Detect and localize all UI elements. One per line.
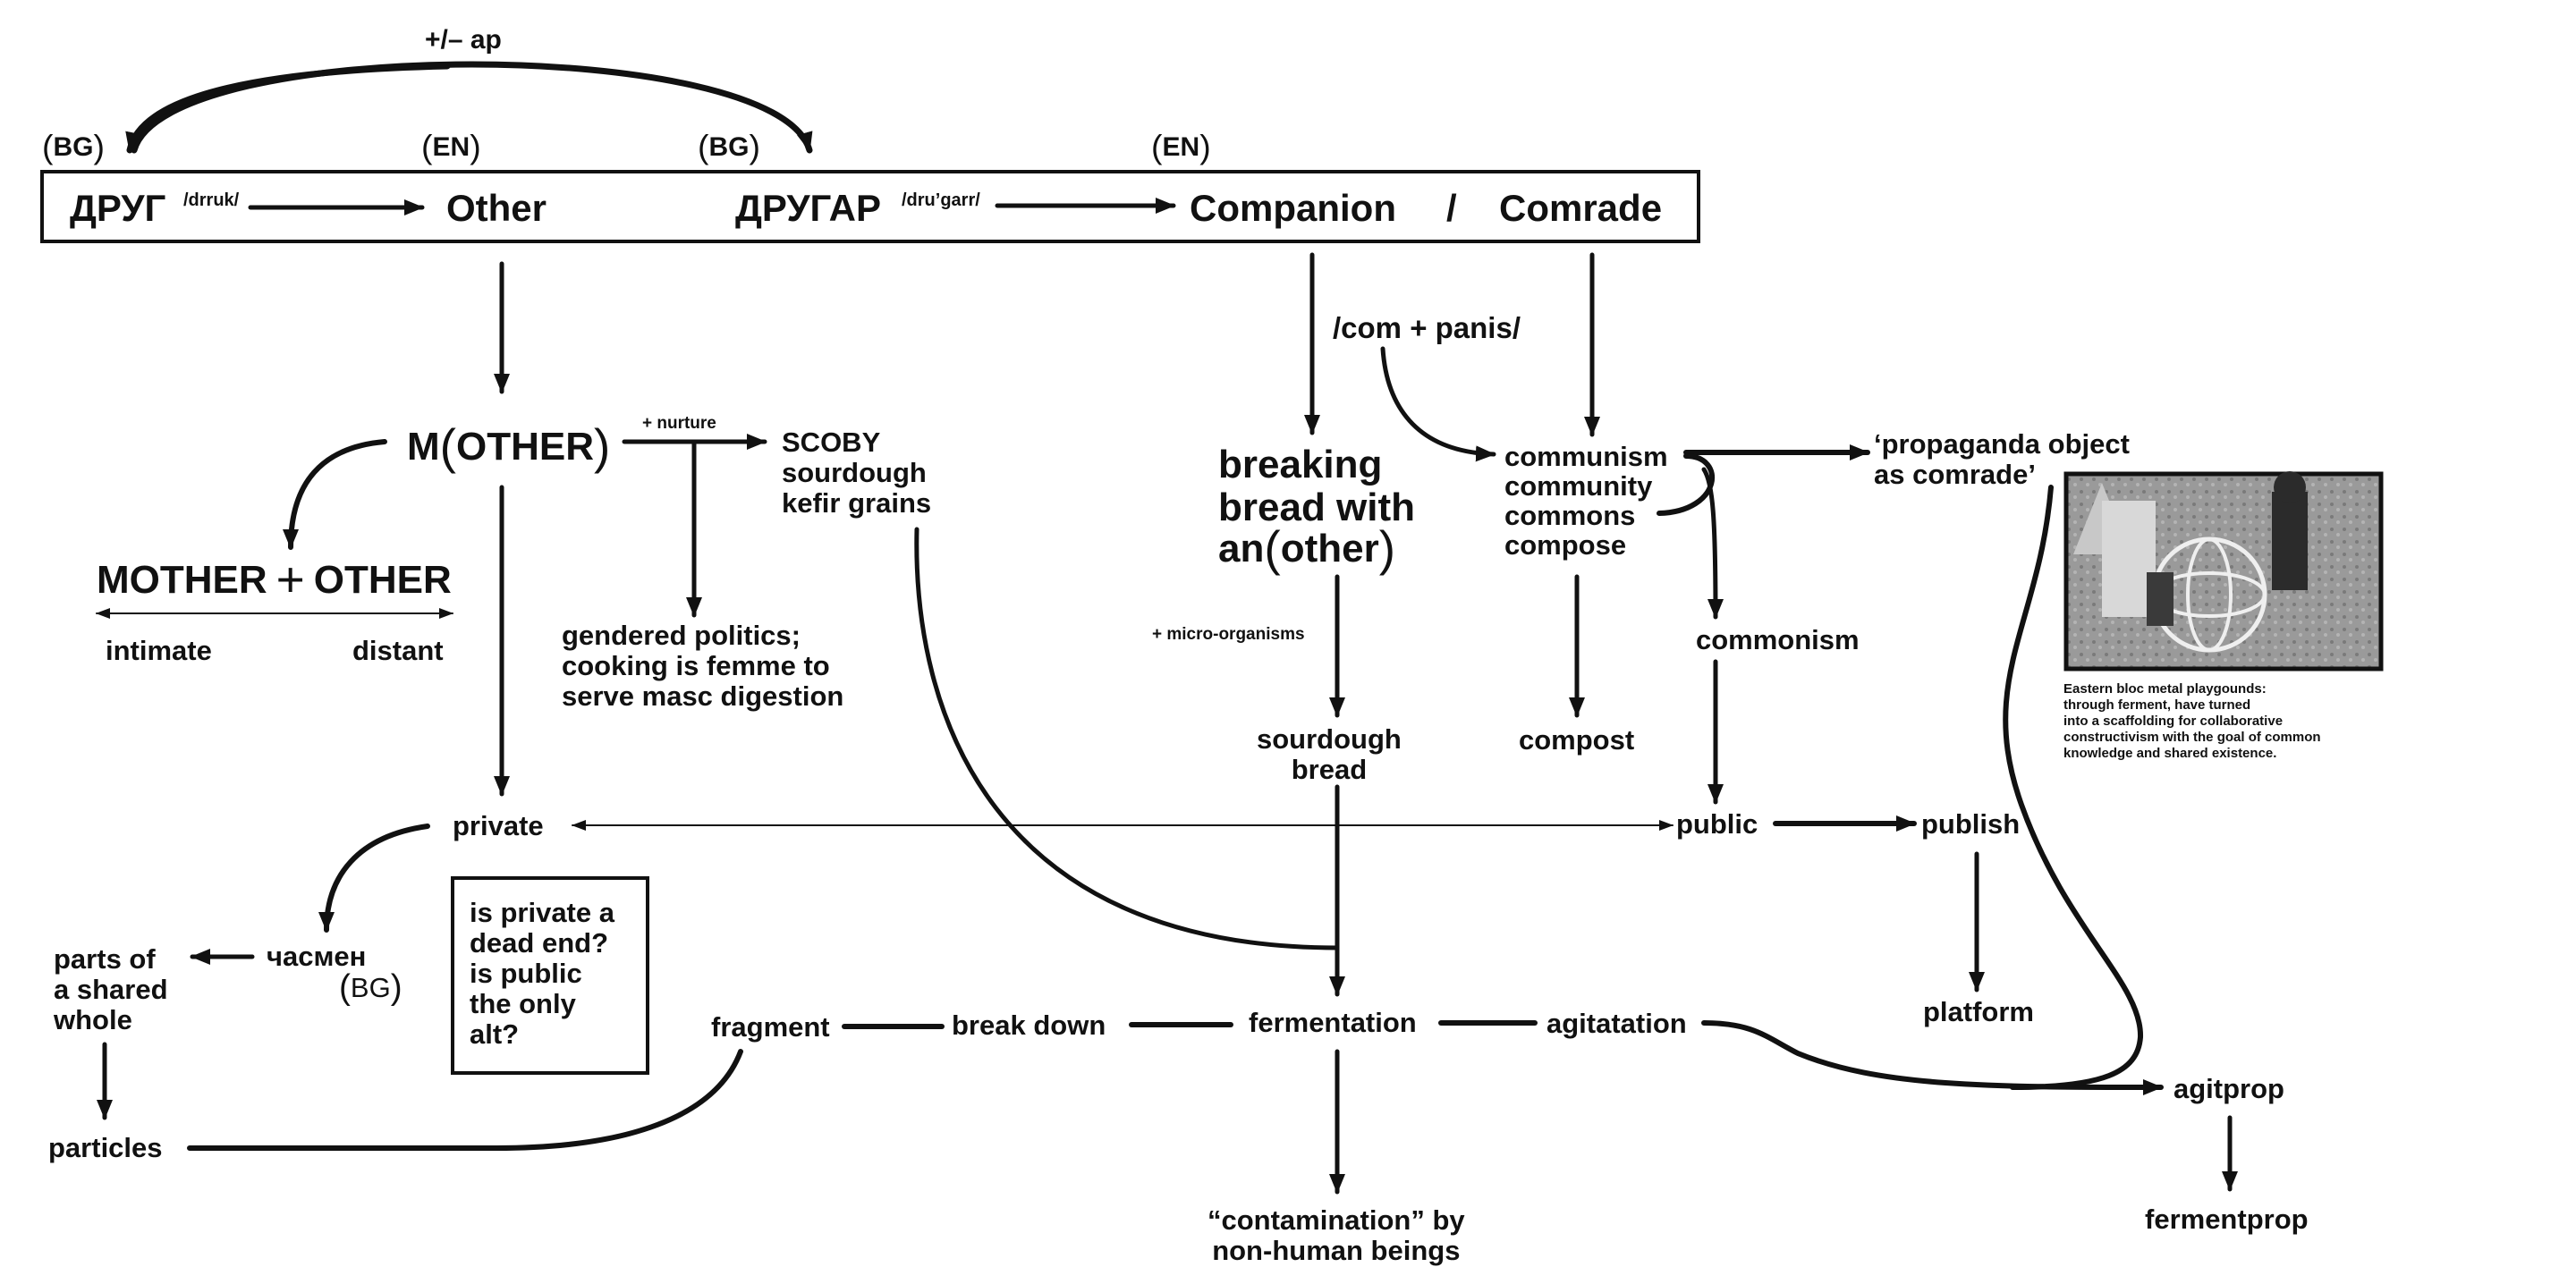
public-label: public: [1676, 808, 1758, 840]
drugar-pronunciation: /dru’garr/: [902, 190, 980, 210]
sourdough-bread: sourdough bread: [1257, 723, 1402, 786]
loop-arrow-start: [125, 63, 451, 154]
particles-label: particles: [48, 1132, 163, 1163]
compost-label: compost: [1519, 724, 1635, 756]
fermentation-label: fermentation: [1249, 1007, 1417, 1038]
parts-of-whole: parts of a shared whole: [54, 943, 168, 1036]
mother-plus-other: MOTHER + OTHER: [97, 555, 452, 604]
drug-pronunciation: /drruk/: [183, 190, 240, 210]
fragment-label: fragment: [711, 1011, 830, 1043]
lang-tag-text: BG: [350, 972, 391, 1004]
gendered-politics: gendered politics; cooking is femme to s…: [562, 620, 844, 713]
com-panis-label: /com + panis/: [1333, 311, 1521, 344]
agitation-label: agitatation: [1546, 1008, 1687, 1039]
com-words-list: communism community commons compose: [1504, 441, 1668, 562]
word-other: Other: [446, 187, 547, 229]
lang-tag-text: BG: [53, 131, 94, 162]
header-box: [40, 170, 1700, 243]
breaking-bread: breaking bread with: [1218, 443, 1416, 530]
fermentprop-label: fermentprop: [2145, 1204, 2309, 1235]
question-text: is private a dead end? is public the onl…: [470, 897, 614, 1051]
photo-caption: Eastern bloc metal playgounds: through f…: [2063, 681, 2321, 761]
scoby-list: SCOBY sourdough kefir grains: [782, 427, 932, 520]
loop-arrow: [131, 61, 813, 154]
word-comrade: Comrade: [1499, 187, 1663, 229]
lang-tag-text: BG: [708, 131, 750, 162]
lang-tag-bg-1: (BG): [42, 128, 105, 165]
lang-tag-en-1: (EN): [421, 128, 481, 165]
propaganda-label: ‘propaganda object as comrade’: [1874, 428, 2130, 491]
word-companion: Companion: [1190, 187, 1396, 229]
nurture-label: + nurture: [642, 414, 716, 433]
platform-label: platform: [1923, 996, 2034, 1027]
other-word-lower: other: [1280, 526, 1379, 570]
question-box: [451, 876, 649, 1075]
an-other: an ( other ): [1218, 520, 1396, 576]
lang-tag-bg-2: (BG): [698, 128, 760, 165]
agitprop-label: agitprop: [2174, 1073, 2284, 1104]
private-label: private: [453, 810, 544, 841]
mother-word: MOTHER: [97, 557, 267, 602]
loop-label: +/– ap: [425, 25, 502, 55]
lang-tag-text: EN: [1162, 131, 1200, 162]
word-drug: ДРУГ: [70, 187, 166, 229]
m-letter: M: [407, 424, 440, 469]
chasmen-label: часмен: [267, 941, 367, 972]
distant-label: distant: [352, 635, 444, 666]
lang-tag-text: EN: [432, 131, 470, 162]
playground-photo-icon: [2063, 471, 2384, 672]
other-part: OTHER: [455, 424, 594, 469]
word-drugar: ДРУГАР: [735, 187, 882, 229]
intimate-label: intimate: [106, 635, 212, 666]
chasmen-lang-tag: (BG): [339, 968, 402, 1007]
other-word: OTHER: [313, 557, 452, 602]
lang-tag-en-2: (EN): [1151, 128, 1211, 165]
header-slash: /: [1446, 187, 1457, 229]
break-down-label: break down: [952, 1009, 1106, 1041]
plus-sign: +: [275, 552, 305, 607]
an-word: an: [1218, 526, 1265, 570]
commonism-label: commonism: [1696, 624, 1860, 655]
micro-organisms-label: + micro-organisms: [1152, 625, 1305, 644]
m-other: M ( OTHER ): [407, 418, 611, 474]
publish-label: publish: [1921, 808, 2021, 840]
contamination-label: “contamination” by non-human beings: [1208, 1204, 1465, 1267]
